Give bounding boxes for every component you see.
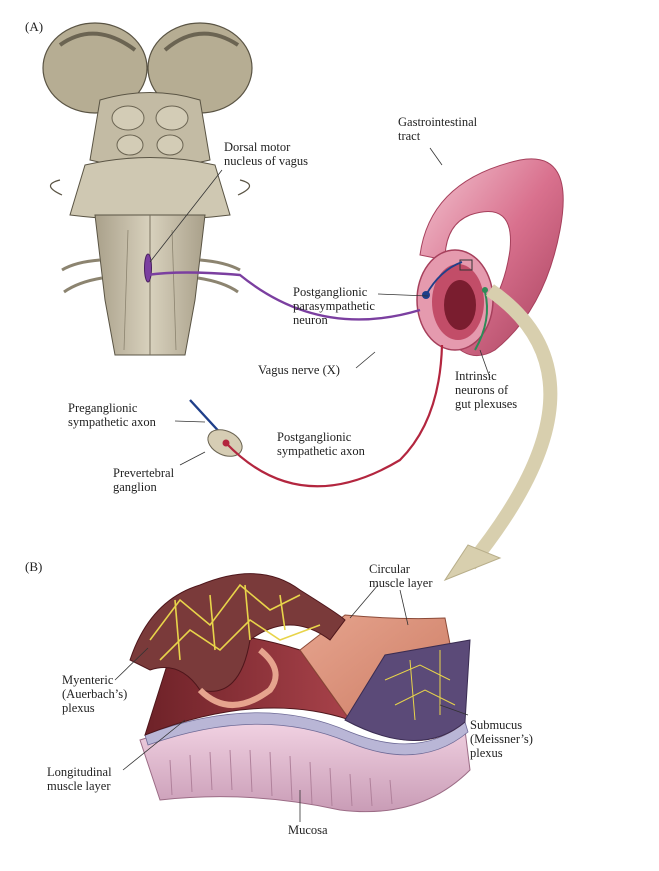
label-longitudinal-muscle-layer: Longitudinal muscle layer xyxy=(47,765,112,793)
label-mucosa: Mucosa xyxy=(288,823,328,837)
label-gastrointestinal-tract: Gastrointestinal tract xyxy=(398,115,478,143)
intrinsic-neuron-fiber xyxy=(474,291,488,351)
label-postganglionic-parasympathetic-neuron: Postganglionic parasympathetic neuron xyxy=(293,285,375,327)
gastrointestinal-tract xyxy=(416,158,564,357)
brainstem xyxy=(42,22,253,356)
gut-wall-section xyxy=(129,573,471,813)
intrinsic-neuron-cell xyxy=(482,287,488,293)
leader-lines-a xyxy=(149,147,491,466)
label-intrinsic-neurons: Intrinsic neurons of gut plexuses xyxy=(455,369,518,411)
vagus-nerve-path xyxy=(147,271,421,321)
label-dorsal-motor-nucleus: Dorsal motor nucleus of vagus xyxy=(224,140,309,168)
dorsal-motor-nucleus-mark xyxy=(144,253,152,283)
parasympathetic-fiber xyxy=(425,261,463,296)
label-postganglionic-sympathetic-axon: Postganglionic sympathetic axon xyxy=(277,430,365,458)
panel-label-b: (B) xyxy=(25,559,43,574)
label-circular-muscle-layer: Circular muscle layer xyxy=(369,562,433,590)
label-vagus-nerve: Vagus nerve (X) xyxy=(258,363,340,377)
label-submucus-plexus: Submucus (Meissner’s) plexus xyxy=(470,718,533,760)
postganglionic-sympathetic-path xyxy=(225,344,444,488)
label-myenteric-plexus: Myenteric (Auerbach’s) plexus xyxy=(62,673,128,715)
label-prevertebral-ganglion: Prevertebral ganglion xyxy=(113,466,175,494)
label-preganglionic-sympathetic-axon: Preganglionic sympathetic axon xyxy=(68,401,156,429)
leader-lines-b xyxy=(114,584,469,822)
panel-label-a: (A) xyxy=(25,19,44,34)
zoom-arrow xyxy=(464,284,558,570)
